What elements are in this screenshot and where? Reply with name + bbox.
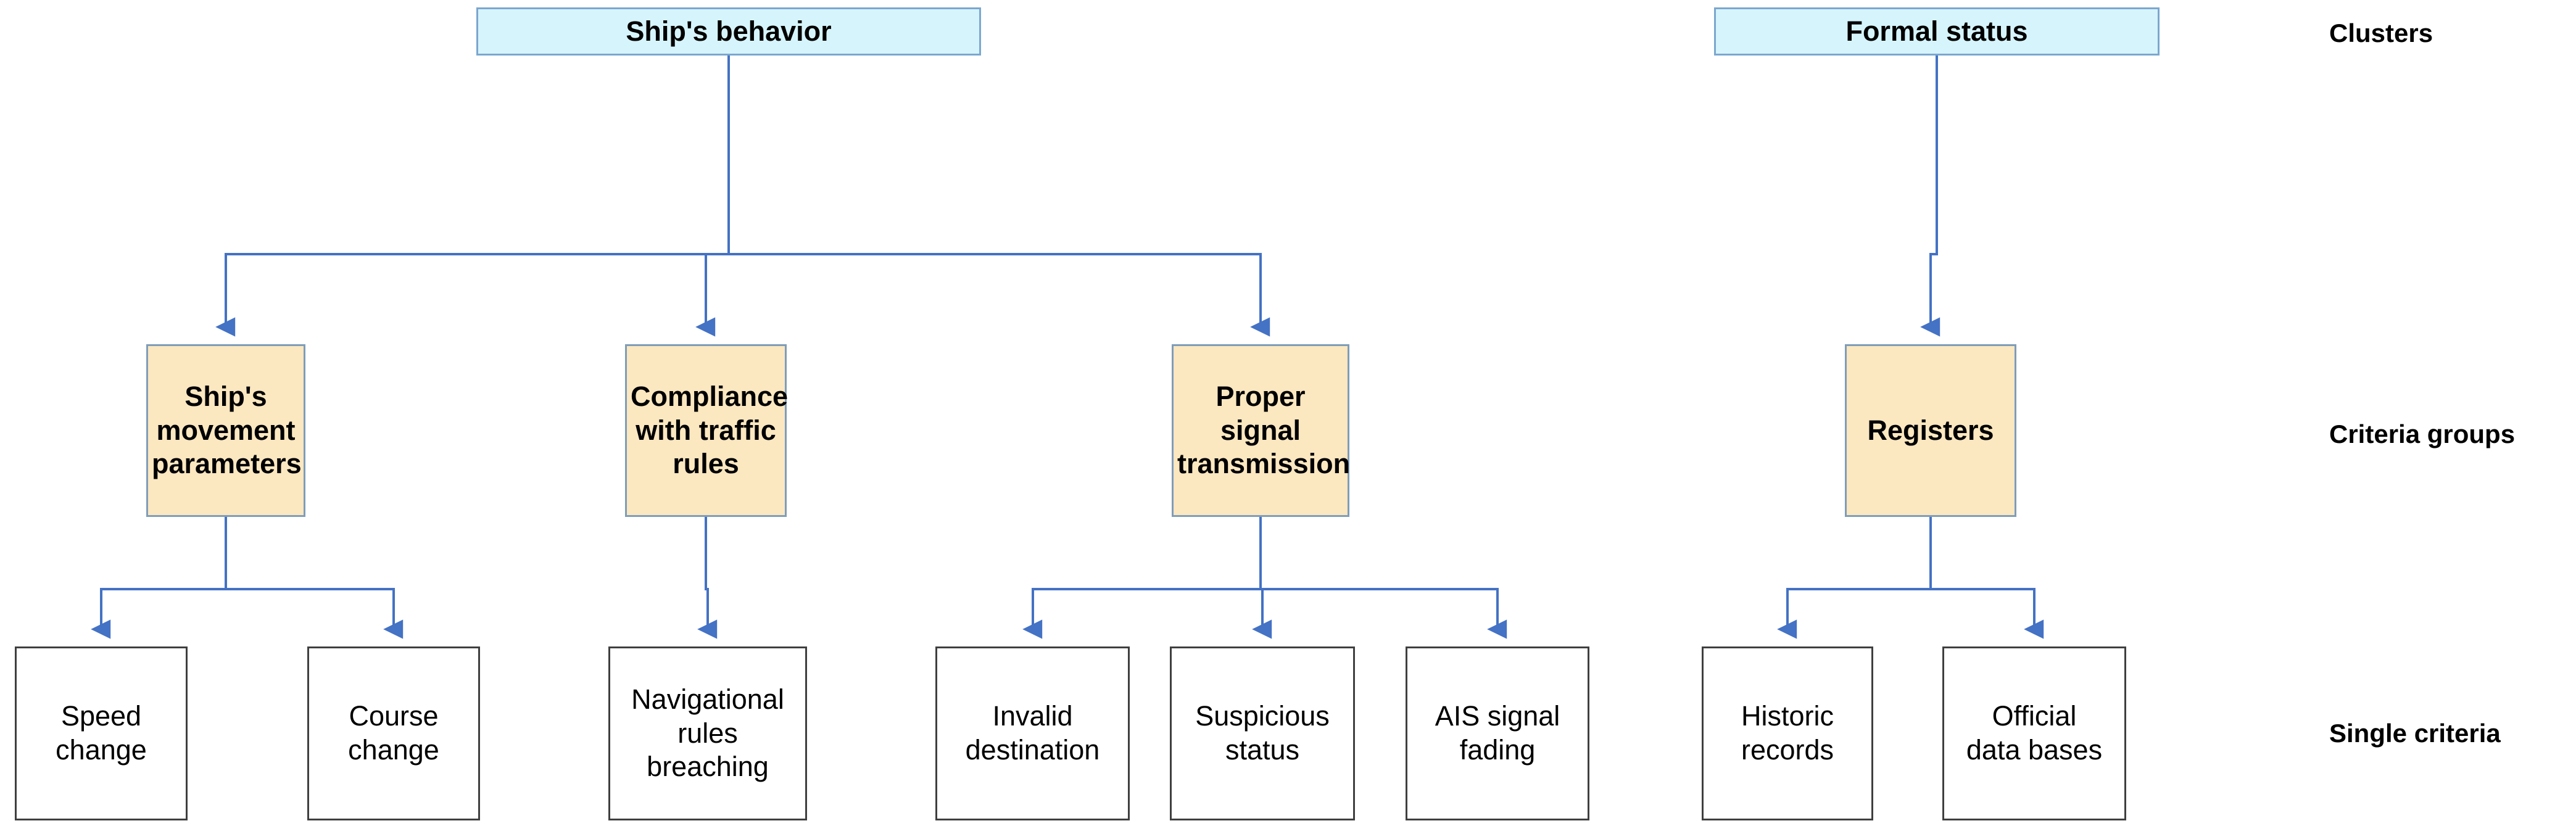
- criterion-historic-records-label: Historic records: [1741, 700, 1834, 766]
- criterion-suspicious-status-label: Suspicious status: [1195, 700, 1330, 766]
- group-ships-movement-parameters[interactable]: Ship's movement parameters: [146, 344, 305, 517]
- connector-ships-behavior-to-ships-movement-parameters: [215, 56, 730, 337]
- connector-ships-behavior-to-compliance-with-traffic-rules: [695, 56, 730, 337]
- row-label-clusters: Clusters: [2329, 19, 2433, 48]
- criterion-invalid-destination[interactable]: Invalid destination: [935, 646, 1130, 820]
- group-registers[interactable]: Registers: [1845, 344, 2016, 517]
- cluster-ships-behavior[interactable]: Ship's behavior: [476, 7, 981, 56]
- group-compliance-with-traffic-rules-label: Compliance with traffic rules: [631, 380, 789, 480]
- row-label-single-criteria: Single criteria: [2329, 719, 2501, 748]
- criterion-navigational-rules-breaching-label: Navigational rules breaching: [631, 683, 784, 783]
- criterion-speed-change[interactable]: Speed change: [15, 646, 188, 820]
- criterion-suspicious-status[interactable]: Suspicious status: [1170, 646, 1355, 820]
- criterion-course-change-label: Course change: [348, 700, 439, 766]
- group-compliance-with-traffic-rules[interactable]: Compliance with traffic rules: [625, 344, 789, 517]
- cluster-formal-status[interactable]: Formal status: [1714, 7, 2160, 56]
- connector-registers-to-historic-records: [1777, 517, 1932, 639]
- criterion-official-data-bases[interactable]: Official data bases: [1942, 646, 2126, 820]
- connector-ships-movement-parameters-to-course-change: [225, 517, 404, 639]
- cluster-ships-behavior-label: Ship's behavior: [626, 15, 832, 47]
- criterion-navigational-rules-breaching[interactable]: Navigational rules breaching: [608, 646, 807, 820]
- connector-proper-signal-transmission-to-ais-signal-fading: [1259, 517, 1507, 639]
- connector-compliance-with-traffic-rules-to-navigational-rules-breaching: [697, 517, 718, 639]
- group-ships-movement-parameters-label: Ship's movement parameters: [152, 380, 302, 480]
- criterion-speed-change-label: Speed change: [56, 700, 147, 766]
- row-label-criteria-groups: Criteria groups: [2329, 419, 2515, 449]
- connector-ships-movement-parameters-to-speed-change: [91, 517, 227, 639]
- connector-proper-signal-transmission-to-invalid-destination: [1022, 517, 1262, 639]
- criterion-course-change[interactable]: Course change: [307, 646, 480, 820]
- criterion-official-data-bases-label: Official data bases: [1966, 700, 2103, 766]
- row-label-criteria-groups-text: Criteria groups: [2329, 419, 2516, 448]
- connector-ships-behavior-to-proper-signal-transmission: [727, 56, 1270, 337]
- connector-formal-status-to-registers: [1920, 56, 1940, 337]
- group-proper-signal-transmission[interactable]: Proper signal transmission: [1172, 344, 1351, 517]
- criterion-invalid-destination-label: Invalid destination: [965, 700, 1100, 766]
- group-proper-signal-transmission-label: Proper signal transmission: [1177, 380, 1351, 480]
- connector-registers-to-official-data-bases: [1929, 517, 2044, 639]
- criterion-ais-signal-fading-label: AIS signal fading: [1435, 700, 1560, 766]
- connector-proper-signal-transmission-to-suspicious-status: [1252, 517, 1272, 639]
- row-label-single-criteria-text: Single criteria: [2329, 719, 2501, 748]
- cluster-formal-status-label: Formal status: [1845, 15, 2028, 47]
- criterion-ais-signal-fading[interactable]: AIS signal fading: [1406, 646, 1589, 820]
- row-label-clusters-text: Clusters: [2329, 19, 2433, 47]
- group-registers-label: Registers: [1867, 414, 1994, 446]
- criterion-historic-records[interactable]: Historic records: [1702, 646, 1873, 820]
